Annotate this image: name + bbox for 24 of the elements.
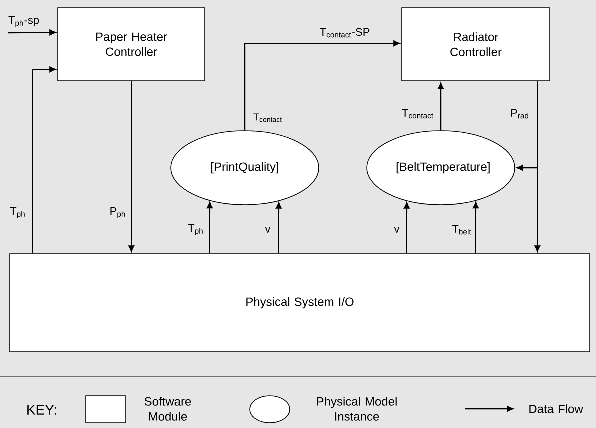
system-box: Physical System I/O <box>10 254 590 352</box>
edge-label: T$_{ph}$ <box>9 206 27 220</box>
module-box: Radiator Controller <box>402 8 550 82</box>
module-box: Paper Heater Controller <box>58 8 206 82</box>
arrow <box>206 202 213 254</box>
arrow <box>472 202 479 254</box>
signal-label: T$_{contact}$ <box>254 114 282 122</box>
edge-label: P$_{ph}$ <box>108 206 128 220</box>
arrow <box>32 66 56 254</box>
legend-text: Software Module <box>144 397 192 421</box>
edge-label: P$_{rad}$ <box>510 108 530 120</box>
legend-text: Physical Model Instance <box>317 397 397 421</box>
arrow <box>244 40 400 131</box>
arrow <box>438 82 444 131</box>
key-label: KEY: <box>28 405 56 415</box>
edge-label: T$_{ph}$ <box>187 224 205 236</box>
edge-label: T$_{ph}$-sp <box>7 16 41 28</box>
arrow <box>516 81 538 171</box>
arrow <box>8 30 56 36</box>
arrow <box>276 202 282 254</box>
edge-label: T$_{belt}$ <box>451 224 473 236</box>
arrow <box>128 81 135 252</box>
legend-text: Data Flow <box>530 404 584 414</box>
arrow <box>404 202 410 254</box>
